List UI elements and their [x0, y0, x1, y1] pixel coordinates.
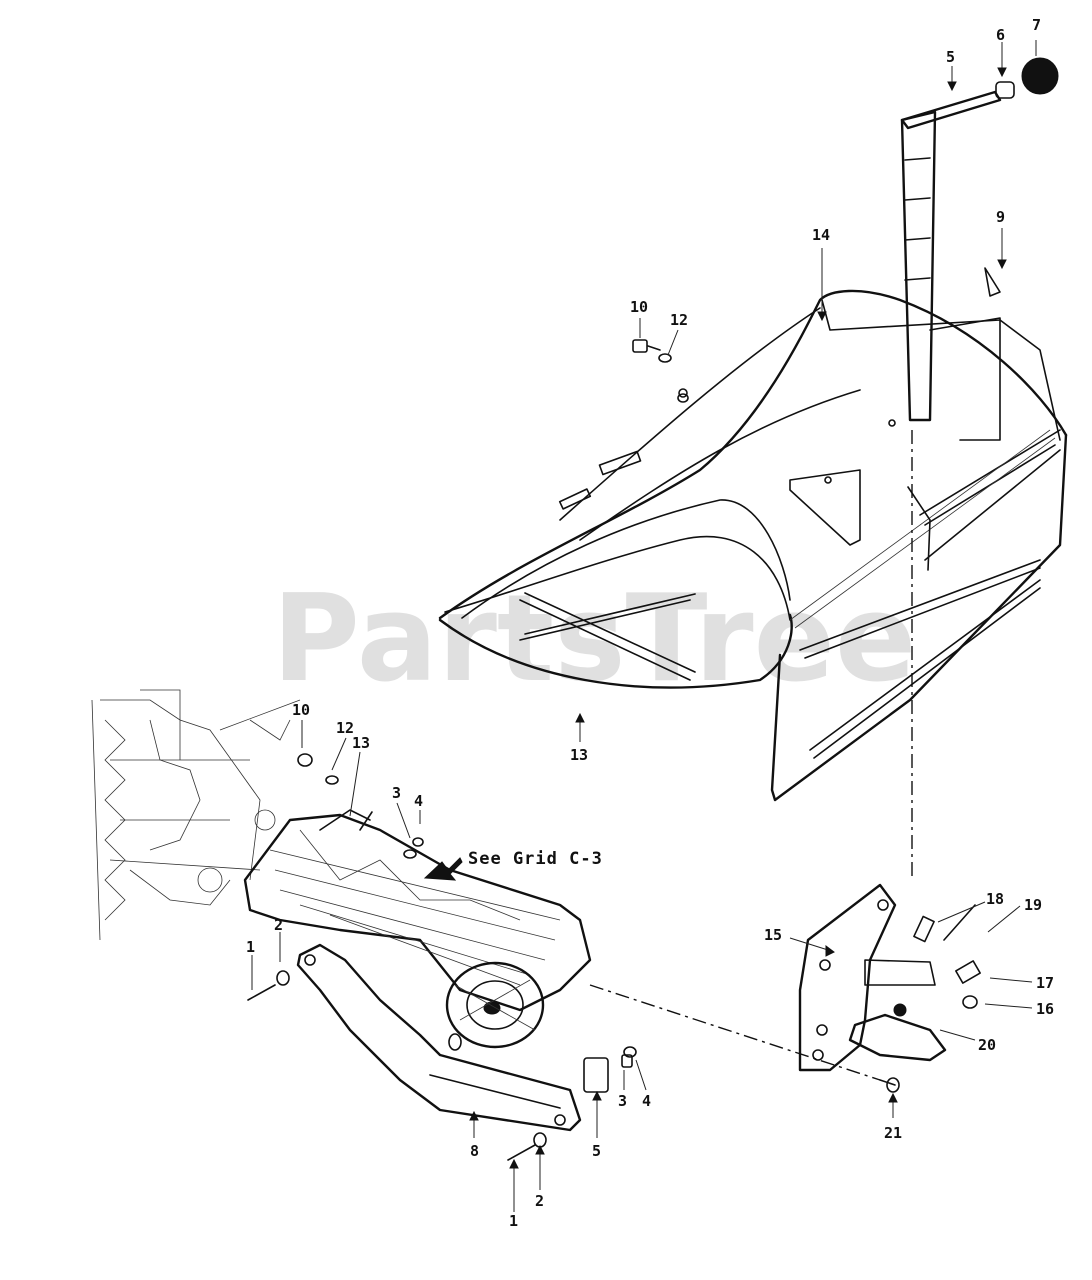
- callout-clip-17: 17: [1036, 974, 1054, 992]
- callout-trans-lock: 3: [392, 784, 401, 802]
- upper-hardware: [632, 339, 689, 403]
- shaft-centerline: [589, 984, 881, 1081]
- callout-bracket: 15: [764, 926, 782, 944]
- callout-block-nut: 4: [642, 1092, 651, 1110]
- see-grid-note: See Grid C-3: [468, 849, 603, 869]
- callout-arm-bolt-top: 1: [246, 938, 255, 956]
- lift-arm: [247, 943, 637, 1161]
- transmission: [243, 753, 592, 1051]
- callout-trans-nut: 4: [414, 792, 423, 810]
- callout-lower-washer: 12: [336, 719, 354, 737]
- callout-arm-spacer-top: 2: [274, 916, 283, 934]
- knob-icon: [1021, 57, 1059, 95]
- watermark: PartsTree: [272, 570, 916, 709]
- callout-plate-20: 20: [978, 1036, 996, 1054]
- callout-bolt-19: 19: [1024, 896, 1042, 914]
- depth-lever: [900, 57, 1059, 880]
- callout-upper-bolt: 10: [630, 298, 648, 316]
- callout-pin: 9: [996, 208, 1005, 226]
- see-grid-arrow: [423, 857, 463, 881]
- callout-shield-top: 14: [812, 226, 830, 244]
- callout-block: 5: [592, 1142, 601, 1160]
- callout-nut-21: 21: [884, 1124, 902, 1142]
- callout-lower-shield: 13: [352, 734, 370, 752]
- leader-arrowheads: [469, 67, 1007, 1169]
- tiller-frame: [91, 689, 301, 941]
- callout-shield-front: 13: [570, 746, 588, 764]
- callout-lower-bolt: 10: [292, 701, 310, 719]
- callout-handle-ring: 6: [996, 26, 1005, 44]
- callout-arm-spacer-bottom: 2: [535, 1192, 544, 1210]
- callout-arm-bolt-bottom: 1: [509, 1212, 518, 1230]
- callout-upper-washer: 12: [670, 311, 688, 329]
- tine-shield: [438, 289, 1068, 802]
- callout-block-lock: 3: [618, 1092, 627, 1110]
- mounting-bracket: [798, 883, 981, 1093]
- callout-knob: 7: [1032, 16, 1041, 34]
- callout-arm: 8: [470, 1142, 479, 1160]
- callout-lever-handle: 5: [946, 48, 955, 66]
- callouts: 5 6 7 14 9 10 12 13 10 12 13 3 4 1 2 15 …: [246, 16, 1054, 1230]
- callout-spring: 18: [986, 890, 1004, 908]
- callout-nut-16: 16: [1036, 1000, 1054, 1018]
